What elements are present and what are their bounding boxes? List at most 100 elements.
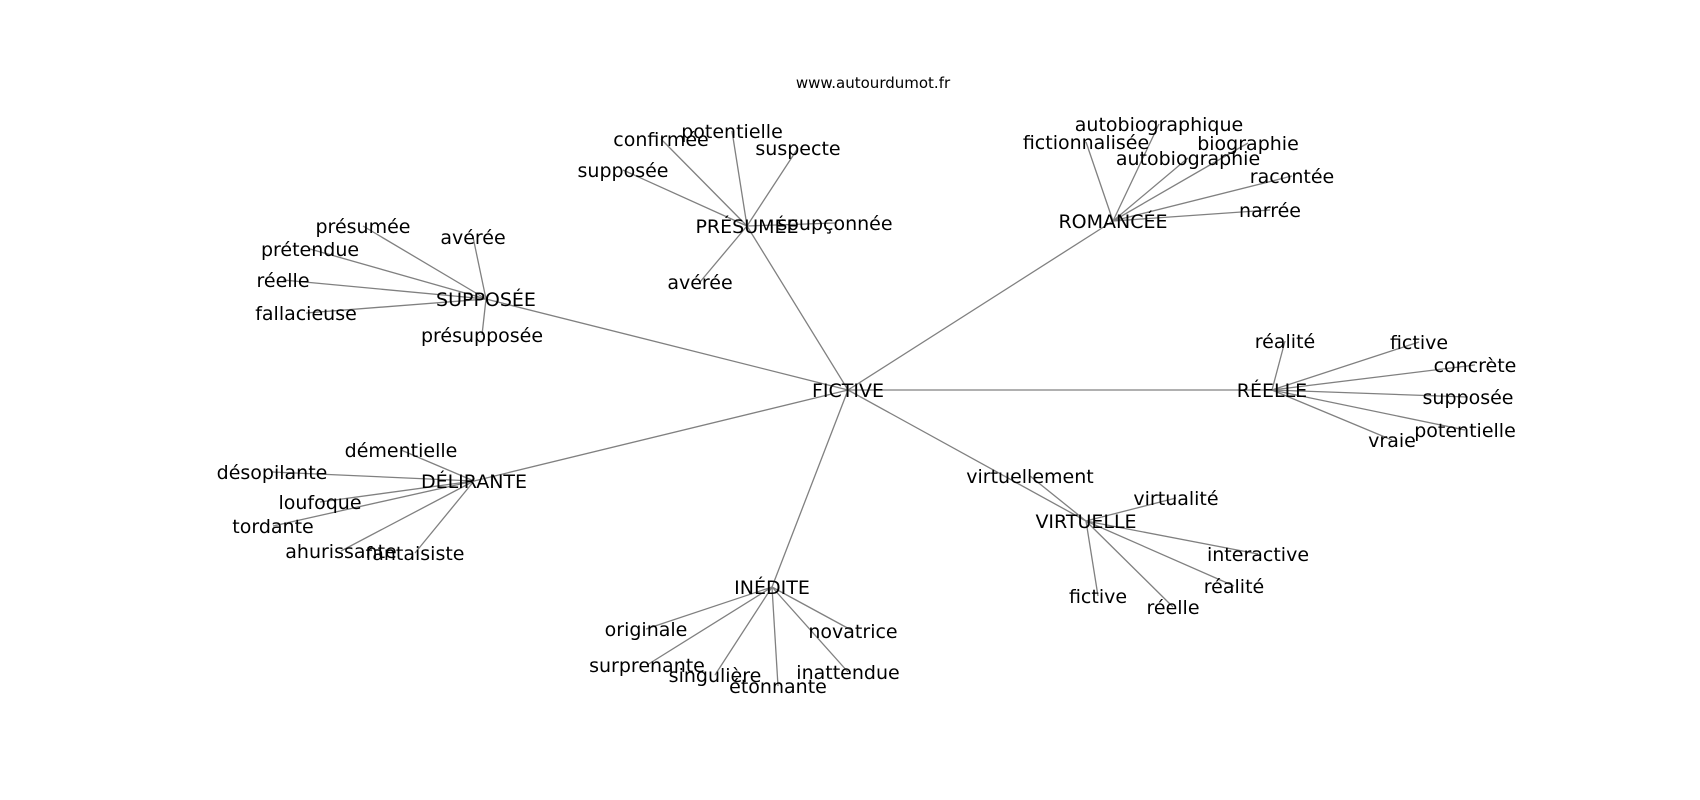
edge-cluster-to-word [1112, 142, 1249, 222]
edge-root-to-cluster [847, 389, 1087, 522]
word-node-label: autobiographique [1075, 114, 1243, 136]
edge-cluster-to-word [771, 586, 849, 673]
root-node-label: FICTIVE [812, 380, 884, 402]
word-node-label: suspecte [755, 138, 840, 160]
edge-cluster-to-word [660, 138, 748, 227]
word-node-label: présumée [316, 216, 411, 238]
edge-cluster-to-word [472, 236, 487, 300]
word-node-label: narrée [1239, 200, 1301, 222]
edge-cluster-to-word [1112, 209, 1271, 222]
word-node-label: fictionnalisée [1023, 132, 1149, 154]
cluster-node-label: VIRTUELLE [1035, 511, 1136, 533]
labels: FICTIVEPRÉSUMÉEconfirméepotentiellesuspe… [217, 114, 1517, 698]
edge-cluster-to-word [746, 222, 836, 227]
edge-root-to-cluster [746, 225, 849, 391]
word-node-label: loufoque [278, 492, 361, 514]
word-node-label: singulière [669, 665, 762, 687]
edge-cluster-to-word [305, 298, 487, 314]
word-node-label: fantaisiste [366, 543, 465, 565]
word-node-label: surprenante [589, 655, 705, 677]
edge-cluster-to-word [1029, 475, 1087, 522]
word-node-label: autobiographie [1116, 148, 1260, 170]
edge-root-to-cluster [485, 298, 849, 391]
word-node-label: avérée [440, 227, 505, 249]
word-node-label: soupçonnée [777, 213, 892, 235]
cluster-node-label: RÉELLE [1237, 379, 1307, 402]
word-node-label: réalité [1204, 576, 1264, 598]
word-node-label: avérée [667, 272, 732, 294]
edge-cluster-to-word [1271, 340, 1286, 391]
word-node-label: fictive [1069, 586, 1127, 608]
edge-cluster-to-word [271, 471, 475, 482]
word-node-label: réalité [1255, 331, 1315, 353]
edge-cluster-to-word [1085, 497, 1177, 522]
word-node-label: réelle [1146, 597, 1199, 619]
edges [271, 123, 1476, 687]
word-node-label: novatrice [808, 621, 897, 643]
cluster-node-label: SUPPOSÉE [436, 288, 536, 311]
word-node-label: désopilante [217, 462, 328, 484]
word-node-label: vraie [1368, 430, 1416, 452]
edge-cluster-to-word [362, 225, 487, 300]
edge-cluster-to-word [1271, 389, 1469, 398]
word-node-label: étonnante [729, 676, 827, 698]
word-node-label: supposée [578, 160, 669, 182]
edge-cluster-to-word [1112, 123, 1160, 222]
edge-cluster-to-word [481, 298, 487, 336]
word-node-label: biographie [1197, 133, 1299, 155]
word-node-label: présupposée [421, 325, 543, 347]
edge-cluster-to-word [746, 147, 799, 227]
edge-root-to-cluster [771, 389, 849, 588]
word-node-label: confirmée [613, 129, 708, 151]
word-node-label: racontée [1250, 166, 1334, 188]
word-node-label: démentielle [345, 440, 458, 462]
word-node-label: potentielle [681, 121, 783, 143]
word-node-label: virtuellement [966, 466, 1093, 488]
edge-cluster-to-word [340, 480, 475, 552]
edge-cluster-to-word [771, 586, 854, 632]
edge-cluster-to-word [1271, 389, 1466, 431]
edge-cluster-to-word [1085, 520, 1174, 608]
word-node-label: tordante [232, 516, 313, 538]
word-node-label: prétendue [261, 239, 359, 261]
edge-cluster-to-word [282, 279, 487, 300]
word-node-label: potentielle [1414, 420, 1516, 442]
word-node-label: réelle [256, 270, 309, 292]
edge-cluster-to-word [1085, 520, 1259, 555]
word-node-label: originale [605, 619, 688, 641]
edge-cluster-to-word [1271, 364, 1476, 391]
word-node-label: supposée [1423, 387, 1514, 409]
word-node-label: concrète [1434, 355, 1517, 377]
edge-cluster-to-word [319, 480, 475, 503]
edge-cluster-to-word [1085, 520, 1099, 597]
edge-cluster-to-word [1112, 157, 1189, 222]
word-node-label: interactive [1207, 544, 1309, 566]
cluster-node-label: INÉDITE [734, 576, 810, 599]
edge-cluster-to-word [645, 586, 773, 630]
edge-cluster-to-word [309, 248, 487, 300]
word-node-label: inattendue [796, 662, 899, 684]
word-node-label: ahurissante [285, 541, 396, 563]
edge-root-to-cluster [473, 389, 849, 482]
edge-cluster-to-word [1085, 141, 1114, 222]
edge-cluster-to-word [1112, 175, 1293, 222]
edge-cluster-to-word [646, 586, 773, 666]
edge-cluster-to-word [1085, 520, 1235, 587]
edge-cluster-to-word [714, 586, 773, 676]
edge-cluster-to-word [414, 480, 475, 554]
edge-cluster-to-word [622, 169, 748, 227]
edge-cluster-to-word [272, 480, 475, 527]
word-node-label: fictive [1390, 332, 1448, 354]
edge-cluster-to-word [1271, 341, 1420, 391]
cluster-node-label: ROMANCÉE [1058, 210, 1167, 233]
edge-cluster-to-word [1271, 389, 1393, 441]
edge-cluster-to-word [400, 449, 475, 482]
edge-cluster-to-word [699, 225, 748, 283]
cluster-node-label: DÉLIRANTE [421, 470, 527, 493]
word-node-label: virtualité [1133, 488, 1218, 510]
website-label: www.autourdumot.fr [796, 74, 951, 92]
edge-root-to-cluster [847, 220, 1114, 391]
word-node-label: fallacieuse [255, 303, 357, 325]
edge-cluster-to-word [771, 586, 779, 687]
